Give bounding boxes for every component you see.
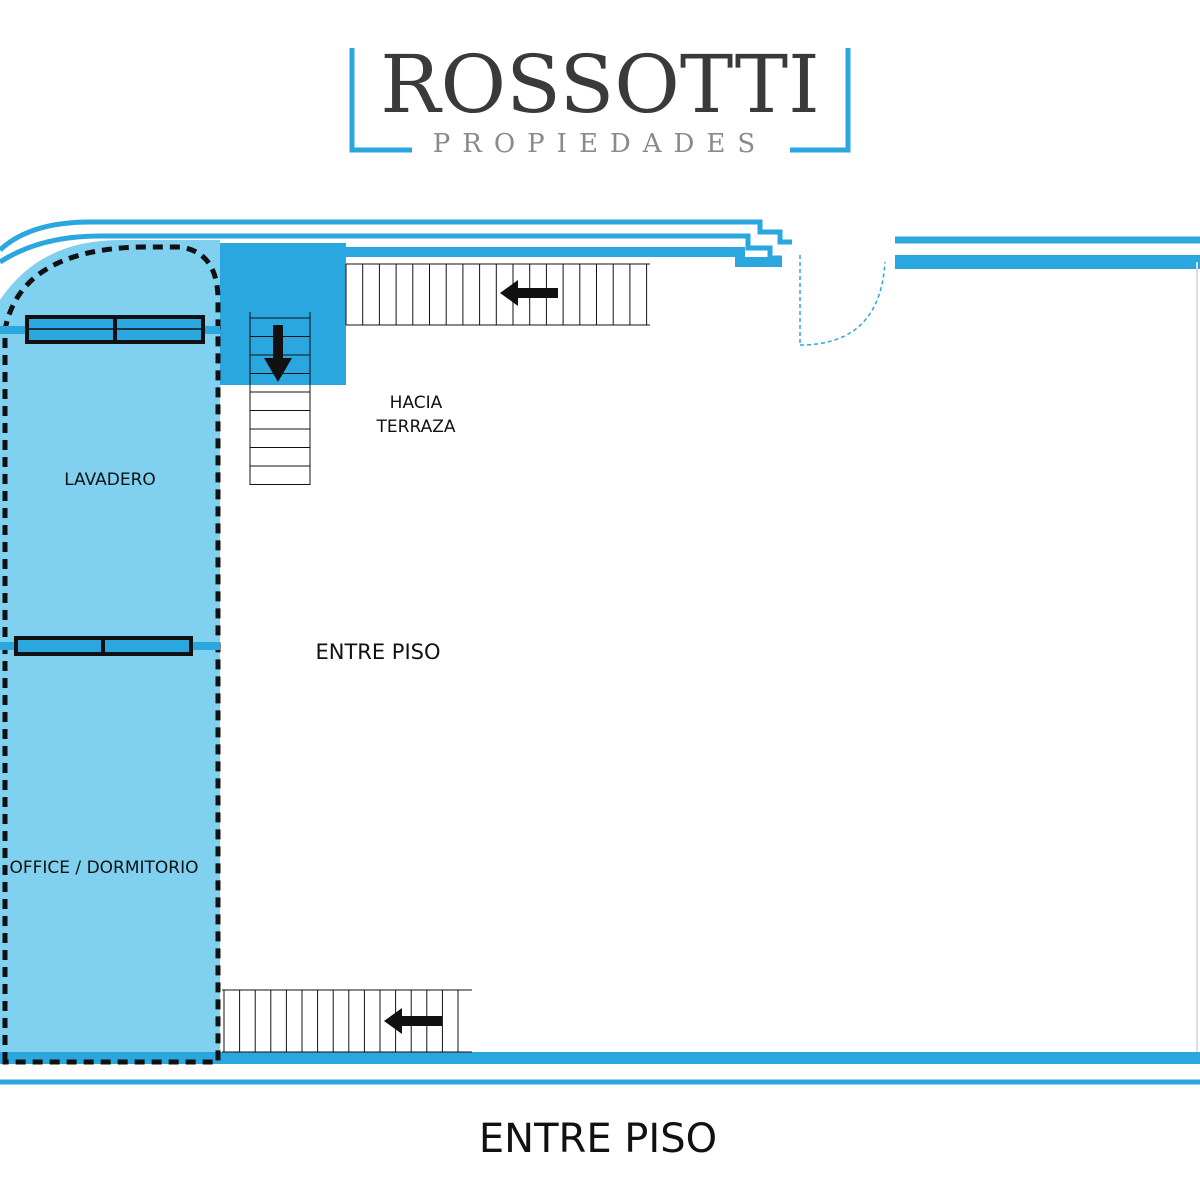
outer-walls [0,219,1200,1085]
stair-top [345,263,650,326]
main-area-label: ENTRE PISO [315,640,440,664]
stairs-label-line2: TERRAZA [376,417,456,437]
room-boundary [2,244,221,1065]
room-label-office: OFFICE / DORMITORIO [9,858,198,878]
arrow-left-icon [384,1008,442,1034]
brand-name: ROSSOTTI [380,38,819,131]
logo-frame [349,48,851,153]
arrow-left-icon [500,280,558,306]
window-1 [25,315,205,344]
top-wall-fill [220,247,782,267]
top-wall-outer [0,219,792,252]
floor-title: ENTRE PISO [479,1116,717,1162]
brand-subtitle: PROPIEDADES [433,129,767,159]
room-label-lavadero: LAVADERO [64,470,156,490]
door-swing [799,255,886,346]
stair-down [249,312,311,485]
window-2 [14,636,193,656]
arrow-down-icon [264,325,292,382]
top-wall-inner [0,233,782,265]
stairs-label-line1: HACIA [390,393,443,413]
brand-logo: ROSSOTTI PROPIEDADES [349,38,851,159]
